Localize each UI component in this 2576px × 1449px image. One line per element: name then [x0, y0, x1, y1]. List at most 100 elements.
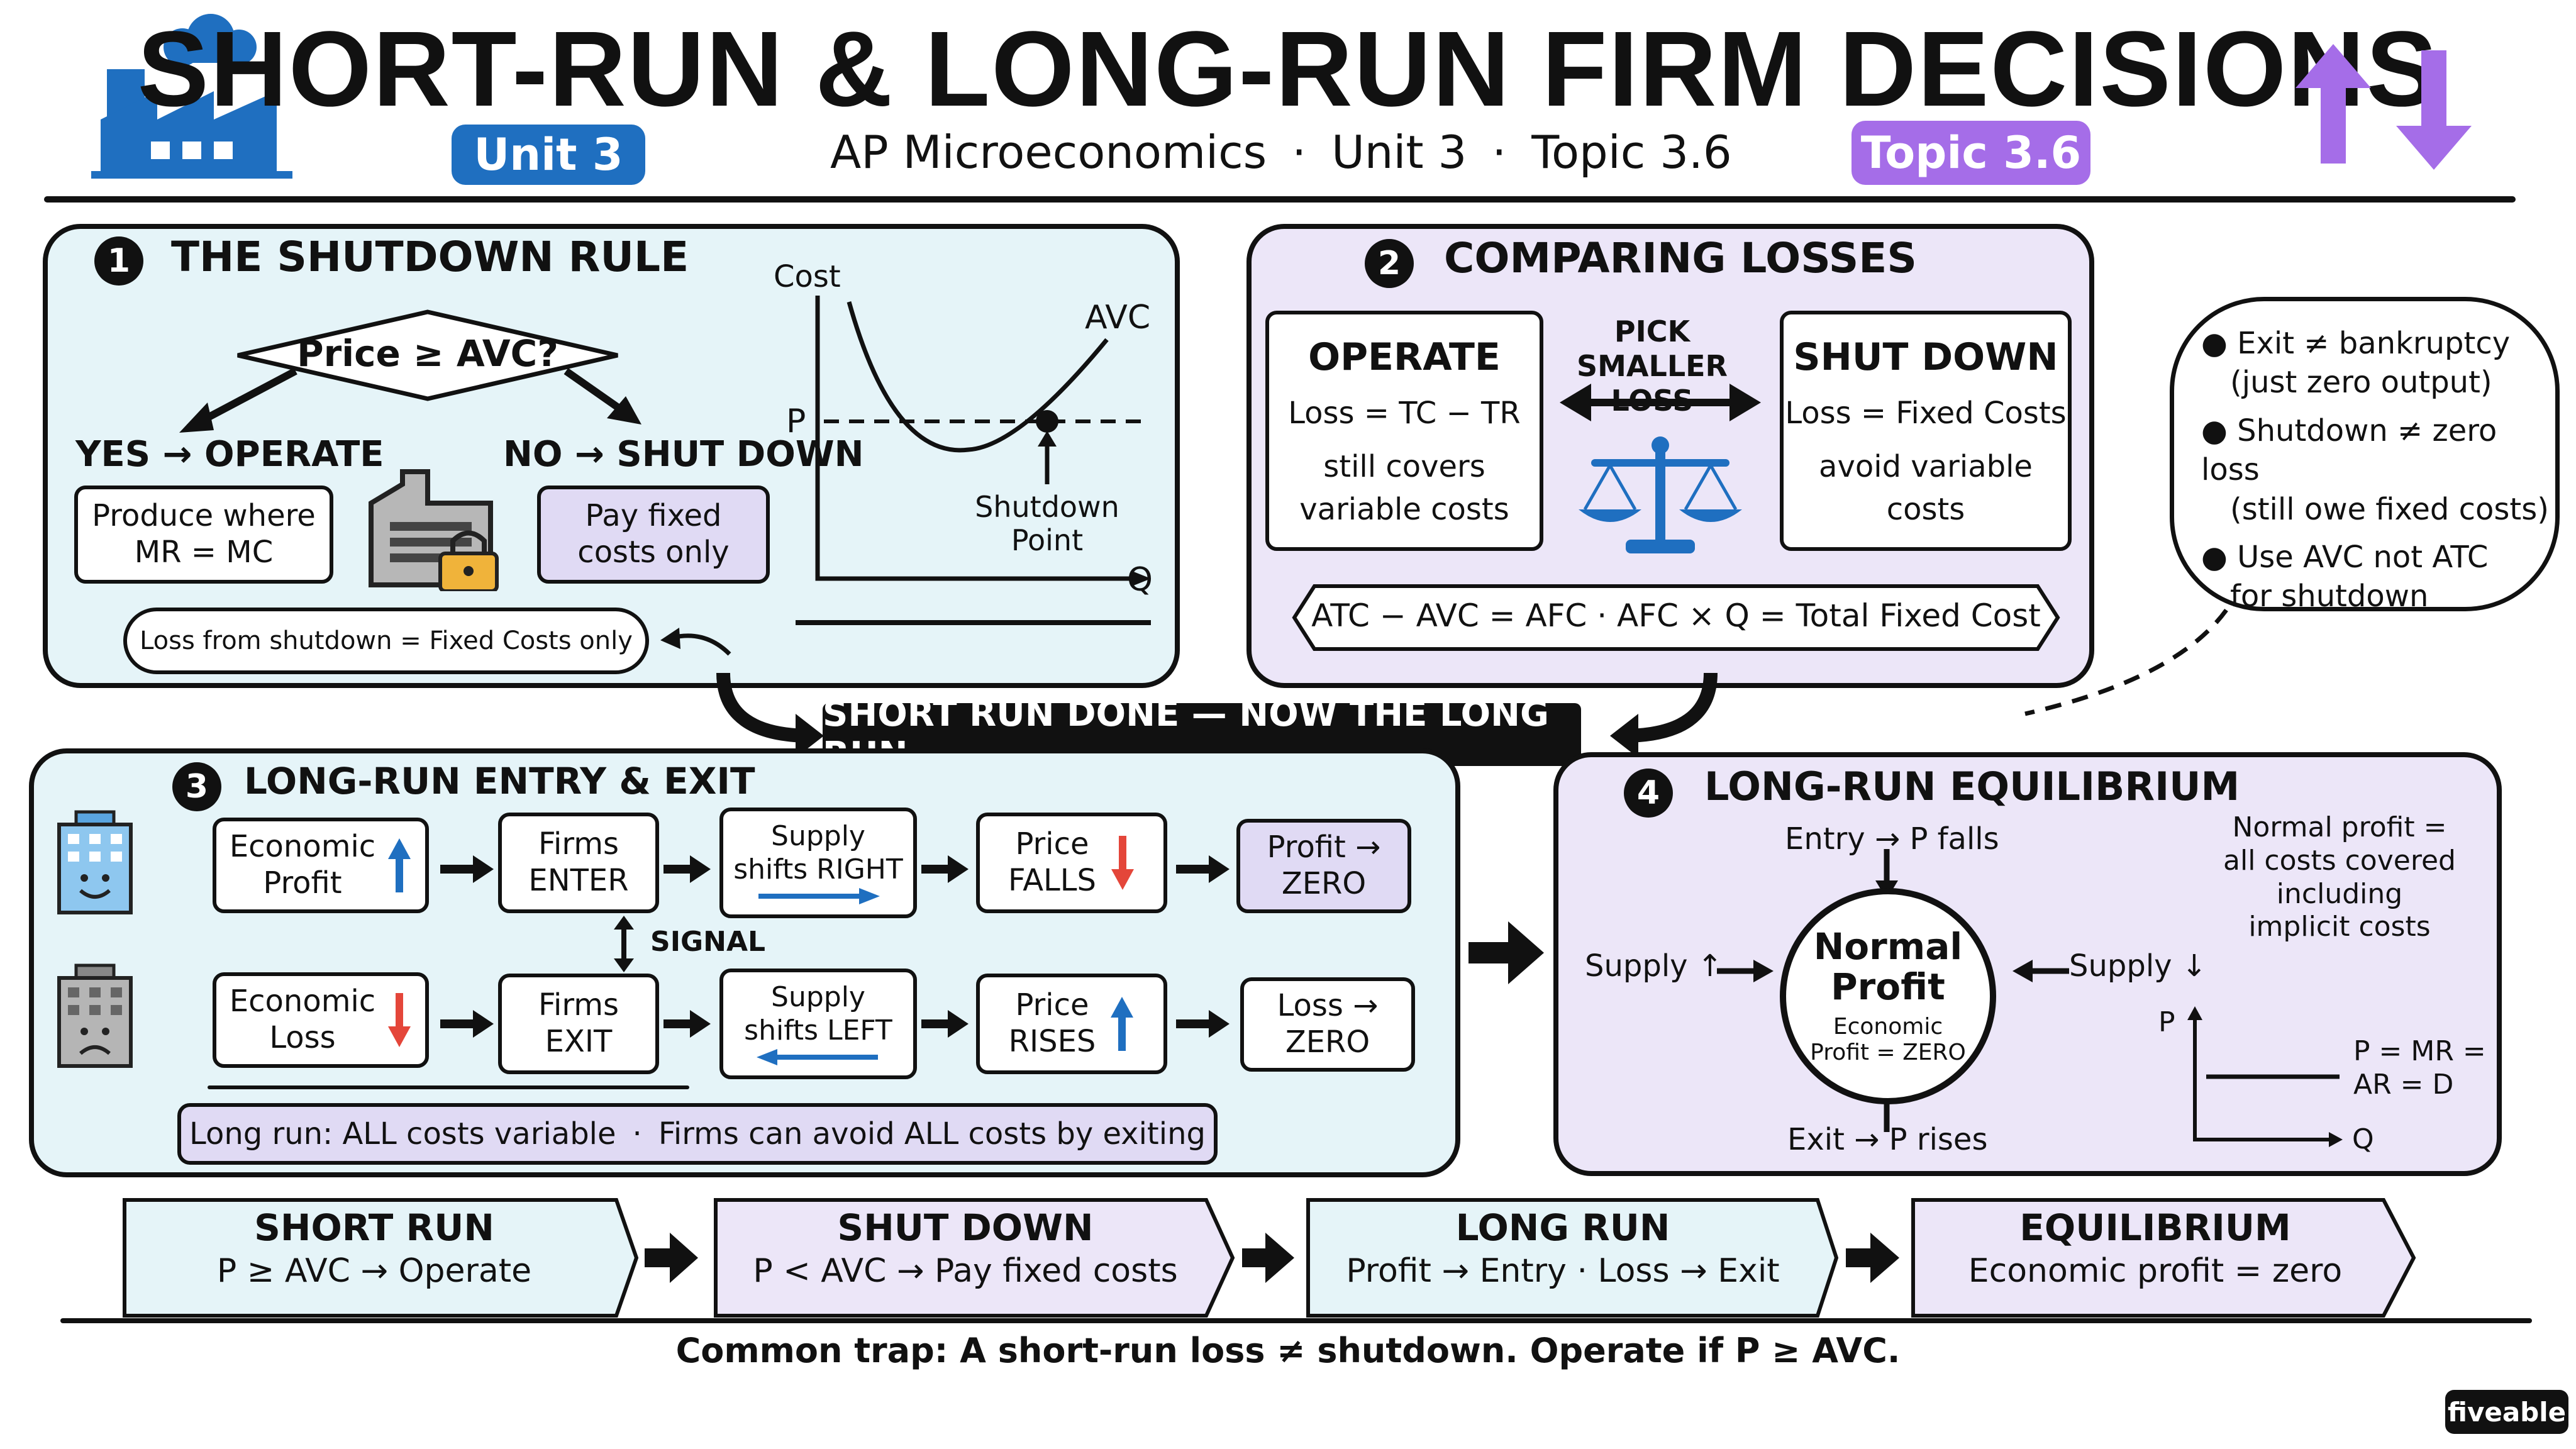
cost-formula: ATC − AVC = AFC · AFC × Q = Total Fixed … — [1311, 597, 2041, 634]
box-line: Pay fixed — [585, 498, 722, 534]
circle-title-line: Profit — [1831, 965, 1945, 1008]
label-line: AR = D — [2353, 1068, 2454, 1101]
shutdown-action-box: Pay fixed costs only — [537, 486, 770, 584]
header-rule — [44, 196, 2516, 203]
box-line: Loss → — [1277, 988, 1379, 1024]
subtitle-course: AP Microeconomics — [830, 126, 1267, 179]
panel-title: COMPARING LOSSES — [1444, 234, 1917, 282]
box-line: Firms — [538, 987, 619, 1023]
panel-number: 2 — [1365, 239, 1414, 288]
label-line: P = MR = — [2353, 1035, 2486, 1067]
circle-title-line: Normal — [1813, 925, 1963, 969]
shutdown-loss-box: SHUT DOWN Loss = Fixed Costs avoid varia… — [1780, 311, 2072, 551]
box-line: ZERO — [1281, 866, 1367, 901]
up-down-arrows-icon — [2283, 38, 2484, 176]
loss-zero-box: Loss → ZERO — [1240, 977, 1415, 1072]
box-line: Loss — [269, 1020, 336, 1055]
summary-flow-shapes — [123, 1198, 2416, 1318]
graph-y-axis-label: P — [2158, 1006, 2175, 1038]
subtitle-topic: Topic 3.6 — [1531, 126, 1732, 179]
normal-profit-circle: Normal Profit Economic Profit = ZERO — [1780, 888, 1996, 1104]
panel-number: 4 — [1624, 769, 1673, 818]
box-title: OPERATE — [1308, 335, 1501, 380]
tip-line: for shutdown — [2230, 579, 2429, 614]
box-line: Profit — [263, 865, 342, 901]
tip-item: ● Use AVC not ATC for shutdown — [2201, 538, 2553, 616]
box-line: Economic — [229, 829, 376, 865]
note-line: including — [2276, 877, 2403, 910]
circle-sub-line: Profit = ZERO — [1810, 1039, 1966, 1065]
flow-arrows — [440, 855, 1230, 1038]
panel-title: LONG-RUN ENTRY & EXIT — [244, 760, 755, 802]
tip-item: ● Exit ≠ bankruptcy (just zero output) — [2201, 324, 2553, 402]
box-line: Profit → — [1267, 830, 1381, 865]
page-title: SHORT-RUN & LONG-RUN FIRM DECISIONS — [137, 9, 2439, 129]
graph-x-axis-label: Q — [2352, 1123, 2374, 1155]
formula-banner-shape — [1292, 584, 2060, 651]
box-line: Supply — [771, 981, 865, 1014]
label-line: PICK SMALLER — [1577, 314, 1728, 384]
lock-building-icon — [365, 465, 509, 593]
subtitle-unit: Unit 3 — [1331, 126, 1467, 179]
box-line: shifts RIGHT — [733, 853, 903, 886]
firms-exit-box: Firms EXIT — [498, 974, 659, 1074]
operate-action-box: Produce where MR = MC — [74, 486, 333, 584]
decision-question: Price ≥ AVC? — [297, 332, 558, 375]
brand-logo: fiveable — [2445, 1390, 2568, 1434]
box-line: costs only — [577, 535, 730, 570]
box-line: Supply — [771, 820, 865, 853]
flow-title: EQUILIBRIUM — [2019, 1206, 2291, 1249]
long-run-footer-note: Long run: ALL costs variable · Firms can… — [177, 1103, 1218, 1165]
box-line: Price — [1015, 826, 1089, 862]
panel-title: THE SHUTDOWN RULE — [171, 233, 689, 281]
flow-step-short-run: SHORT RUN P ≥ AVC → Operate — [126, 1205, 623, 1292]
box-line: RISES — [1008, 1024, 1096, 1059]
tip-line: (just zero output) — [2230, 365, 2492, 401]
supply-decrease: Supply ↓ — [2069, 948, 2207, 984]
graph-price-label: P — [786, 402, 806, 440]
up-arrow-icon — [1111, 997, 1134, 1051]
panel-connector-arrow — [1468, 921, 1544, 984]
right-arrow-icon — [758, 887, 880, 904]
tip-item: ● Shutdown ≠ zero loss (still owe fixed … — [2201, 411, 2553, 529]
flow-title: SHORT RUN — [254, 1206, 494, 1249]
graph-curve-label: AVC — [1085, 299, 1151, 336]
graph-x-axis-label: Q — [1127, 561, 1153, 599]
avc-graph — [796, 296, 1151, 625]
yes-label: YES → OPERATE — [75, 434, 384, 475]
tip-line: Use AVC not ATC — [2237, 539, 2489, 575]
topic-badge: Topic 3.6 — [1852, 121, 2090, 185]
signal-arrow — [614, 916, 634, 972]
box-line: still covers — [1323, 449, 1485, 485]
flow-step-shut-down: SHUT DOWN P < AVC → Pay fixed costs — [717, 1205, 1214, 1292]
subtitle: AP Microeconomics · Unit 3 · Topic 3.6 — [830, 126, 1732, 179]
box-line: Loss = TC − TR — [1288, 396, 1521, 431]
flow-subtitle: P ≥ AVC → Operate — [216, 1252, 532, 1290]
decision-arrows — [179, 367, 641, 433]
box-line: shifts LEFT — [744, 1014, 892, 1046]
note-right: Firms can avoid ALL costs by exiting — [658, 1116, 1206, 1152]
subtitle-separator: · — [1492, 126, 1507, 179]
graph-y-axis-label: Cost — [774, 259, 841, 294]
box-line: Firms — [538, 826, 619, 862]
normal-profit-note: Normal profit = all costs covered includ… — [2214, 811, 2465, 944]
supply-increase: Supply ↑ — [1585, 948, 1723, 984]
entry-price-falls: Entry → P falls — [1785, 821, 1999, 857]
box-line: variable costs — [1299, 491, 1509, 527]
flow-subtitle: Economic profit = zero — [1968, 1252, 2343, 1290]
flow-subtitle: P < AVC → Pay fixed costs — [753, 1252, 1178, 1290]
box-line: ZERO — [1285, 1024, 1370, 1060]
box-line: ENTER — [528, 863, 629, 898]
double-arrow — [1560, 384, 1761, 421]
box-line: MR = MC — [134, 535, 274, 570]
down-arrow-icon — [1111, 836, 1134, 890]
unit-badge: Unit 3 — [452, 125, 645, 185]
note-text: Loss from shutdown = Fixed Costs only — [140, 626, 633, 655]
operate-loss-box: OPERATE Loss = TC − TR still covers vari… — [1265, 311, 1543, 551]
note-separator: · — [632, 1116, 642, 1152]
up-arrow-icon — [388, 838, 411, 892]
down-arrow-icon — [388, 993, 411, 1047]
banner-arrows — [716, 672, 1718, 758]
